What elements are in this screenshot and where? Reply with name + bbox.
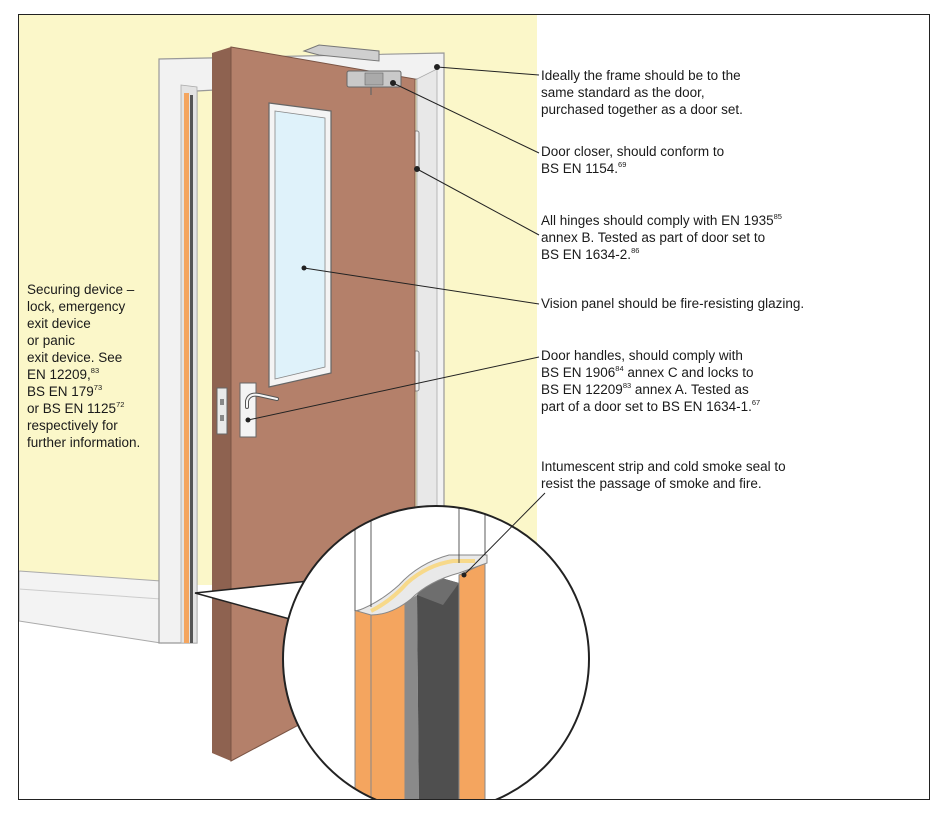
door-set-illustration xyxy=(19,15,590,799)
label-securing-line7-text: BS EN 179 xyxy=(27,384,94,399)
skirting-groove xyxy=(19,588,162,600)
ref-85: 85 xyxy=(773,212,782,221)
label-handles-line4: part of a door set to BS EN 1634-1.67 xyxy=(541,398,760,415)
label-handles-line3-b: annex A. Tested as xyxy=(631,382,749,397)
lock-keyhole xyxy=(220,399,224,405)
magnified-intumescent-strip xyxy=(458,562,486,799)
label-securing-line5: exit device. See xyxy=(27,350,123,365)
magnified-seal-grey xyxy=(405,595,419,799)
label-vision-panel: Vision panel should be fire-resisting gl… xyxy=(541,295,804,312)
label-hinges-line1: All hinges should comply with EN 193585 xyxy=(541,212,782,229)
label-frame: Ideally the frame should be to the same … xyxy=(541,67,743,118)
magnified-leaf-left xyxy=(354,606,372,799)
label-securing-line7: BS EN 17973 xyxy=(27,383,140,400)
label-hinges-line1-text: All hinges should comply with EN 1935 xyxy=(541,213,774,228)
label-strip-line1: Intumescent strip and cold smoke seal to xyxy=(541,459,786,474)
magnified-edge-detail xyxy=(354,506,488,799)
label-closer-line2-text: BS EN 1154. xyxy=(541,161,619,176)
frame-jamb-right xyxy=(416,68,438,546)
skirting-board xyxy=(19,570,162,644)
label-closer-line2: BS EN 1154.69 xyxy=(541,160,724,177)
closer-marker xyxy=(390,80,396,86)
magnified-intumescent-top xyxy=(370,559,475,613)
ref-83-securing: 83 xyxy=(90,366,100,375)
ref-67: 67 xyxy=(751,398,761,407)
label-frame-line1: Ideally the frame should be to the xyxy=(541,68,741,83)
label-securing-line1: Securing device – xyxy=(27,282,135,297)
label-securing-line2: lock, emergency xyxy=(27,299,126,314)
ref-73: 73 xyxy=(93,383,103,392)
label-securing-line9: respectively for xyxy=(27,418,118,433)
label-securing-line6-text: EN 12209, xyxy=(27,367,91,382)
label-handles-line2: BS EN 190684 annex C and locks to xyxy=(541,364,760,381)
leader-strip xyxy=(463,492,546,576)
label-securing-line10: further information. xyxy=(27,435,141,450)
magnifier-circle-outline xyxy=(282,505,590,799)
label-hinges-line2: annex B. Tested as part of door set to xyxy=(541,230,766,245)
ref-69: 69 xyxy=(618,160,627,169)
label-intumescent-strip: Intumescent strip and cold smoke seal to… xyxy=(541,458,786,492)
ref-83: 83 xyxy=(622,381,632,390)
handle-backplate xyxy=(239,382,257,438)
label-handles-line2-b: annex C and locks to xyxy=(623,365,754,380)
label-handles-line3-a: BS EN 12209 xyxy=(541,382,623,397)
ref-72: 72 xyxy=(116,400,125,409)
label-hinges-line3-text: BS EN 1634-2. xyxy=(541,247,632,262)
closer-cap xyxy=(364,72,384,86)
hinge-marker xyxy=(414,166,420,172)
door-handle-highlight xyxy=(246,393,278,408)
label-vision-line1: Vision panel should be fire-resisting gl… xyxy=(541,296,805,311)
label-closer: Door closer, should conform to BS EN 115… xyxy=(541,143,724,177)
label-frame-line2: same standard as the door, xyxy=(541,85,705,100)
intumescent-strip-left xyxy=(184,93,189,643)
ref-86: 86 xyxy=(631,246,640,255)
label-securing-line8: or BS EN 112572 xyxy=(27,400,140,417)
leader-lines xyxy=(247,64,546,576)
label-closer-line1: Door closer, should conform to xyxy=(541,144,725,159)
label-handles: Door handles, should comply with BS EN 1… xyxy=(541,347,760,415)
leader-closer xyxy=(392,82,540,154)
frame-marker xyxy=(434,64,440,70)
diagram-frame: Ideally the frame should be to the same … xyxy=(18,14,930,800)
leader-frame xyxy=(436,66,540,76)
label-frame-line3: purchased together as a door set. xyxy=(541,102,743,117)
leader-handles xyxy=(247,356,540,421)
vision-panel-glass xyxy=(274,110,326,380)
label-securing-line8-text: or BS EN 1125 xyxy=(27,401,117,416)
label-securing-line6: EN 12209,83 xyxy=(27,366,140,383)
label-securing-line4: or panic xyxy=(27,333,76,348)
leader-hinges xyxy=(416,168,540,236)
lock-latch xyxy=(220,415,224,421)
ref-84: 84 xyxy=(615,364,624,373)
label-handles-line2-a: BS EN 1906 xyxy=(541,365,616,380)
label-hinges-line3: BS EN 1634-2.86 xyxy=(541,246,782,263)
lock-case xyxy=(216,387,228,435)
leader-vision xyxy=(303,267,540,305)
label-hinges: All hinges should comply with EN 193585 … xyxy=(541,212,782,263)
smoke-seal-left xyxy=(190,95,193,643)
magnified-leaf-left-2 xyxy=(370,602,406,799)
label-securing-line3: exit device xyxy=(27,316,91,331)
label-securing-device: Securing device – lock, emergency exit d… xyxy=(27,281,140,451)
label-strip-line2: resist the passage of smoke and fire. xyxy=(541,476,762,491)
label-handles-line4-text: part of a door set to BS EN 1634-1. xyxy=(541,399,752,414)
magnified-smoke-seal xyxy=(417,575,459,799)
label-handles-line1: Door handles, should comply with xyxy=(541,348,743,363)
closer-arm xyxy=(302,44,380,62)
label-handles-line3: BS EN 1220983 annex A. Tested as xyxy=(541,381,760,398)
